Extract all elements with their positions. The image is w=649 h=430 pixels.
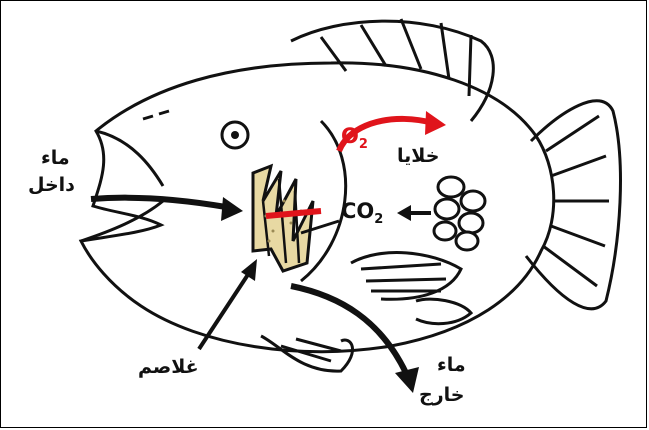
oxygen-subscript: 2 <box>359 137 368 152</box>
water-out-label-line1: ماء <box>437 355 466 377</box>
water-in-label-line1: ماء <box>41 148 70 170</box>
water-out-label-line2: خارج <box>419 385 464 407</box>
gills-label: غلاصم <box>138 357 199 379</box>
eye-pupil <box>231 131 239 139</box>
oxygen-label: O2 <box>341 124 368 152</box>
cells-label: خلايا <box>397 146 439 168</box>
water-out-arrowhead <box>395 367 419 393</box>
oxygen-symbol: O <box>341 124 359 148</box>
carbon-dioxide-label: CO2 <box>341 199 383 227</box>
carbon-dioxide-symbol: CO <box>341 199 374 223</box>
carbon-dioxide-subscript: 2 <box>374 212 383 227</box>
water-in-label-line2: داخل <box>28 175 75 197</box>
